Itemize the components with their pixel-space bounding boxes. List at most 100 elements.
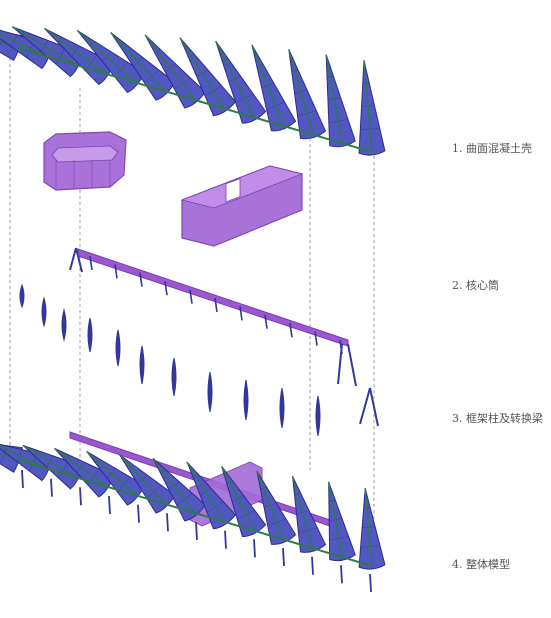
shell-rib bbox=[363, 60, 373, 153]
frame-columns-and-transfer-beam bbox=[19, 247, 379, 437]
frame-column bbox=[41, 296, 47, 328]
beam-hanger bbox=[264, 314, 268, 329]
overall-column bbox=[79, 487, 82, 506]
shell-rib bbox=[22, 444, 78, 479]
core-top-opening bbox=[51, 145, 119, 163]
shell-rib bbox=[54, 447, 107, 488]
frame-column-branch bbox=[359, 387, 379, 427]
shell-leaf-surface bbox=[328, 481, 356, 562]
shell-leaf bbox=[358, 60, 386, 156]
shell-edge-beam bbox=[17, 459, 373, 567]
shell-leaf bbox=[327, 481, 356, 562]
overall-column bbox=[21, 469, 24, 489]
layer-1-caption: 1. 曲面混凝土壳 bbox=[452, 142, 532, 155]
overall-column bbox=[108, 495, 111, 515]
overall-column bbox=[166, 513, 169, 532]
overall-column bbox=[195, 521, 198, 541]
shell-rib bbox=[0, 445, 48, 470]
overall-column bbox=[137, 504, 140, 523]
frame-column bbox=[243, 379, 249, 421]
beam-hanger bbox=[214, 297, 218, 313]
shell-rib bbox=[325, 54, 344, 144]
shell-leaf-surface bbox=[251, 44, 297, 132]
beam-hanger bbox=[89, 255, 93, 271]
shell-leaf-surface bbox=[288, 49, 327, 140]
shell-rib bbox=[291, 475, 314, 549]
beam-hanger bbox=[314, 331, 318, 346]
shell-rib bbox=[110, 32, 167, 92]
frame-column bbox=[139, 345, 145, 385]
frame-column bbox=[19, 283, 25, 309]
core-door-opening bbox=[225, 178, 241, 203]
shell-leaf bbox=[152, 457, 206, 522]
shell-rib bbox=[76, 29, 137, 84]
shell-leaf bbox=[358, 488, 386, 570]
layer-2-caption: 2. 核心筒 bbox=[452, 279, 499, 292]
shell-rib bbox=[327, 481, 344, 558]
beam-hanger bbox=[139, 272, 143, 287]
shell-rib bbox=[256, 470, 285, 540]
shell-rib bbox=[152, 457, 196, 514]
frame-column bbox=[115, 329, 121, 367]
shell-rib bbox=[144, 34, 196, 101]
shell-rib bbox=[0, 452, 19, 461]
frame-column-branch bbox=[337, 343, 357, 387]
frame-column bbox=[315, 395, 321, 437]
shell-leaf bbox=[186, 461, 237, 530]
frame-column bbox=[87, 317, 93, 353]
shell-rib bbox=[11, 26, 78, 66]
overall-model bbox=[0, 431, 386, 593]
shell-leaf bbox=[291, 475, 327, 553]
shell-leaf-surface bbox=[325, 54, 356, 148]
shell-leaf bbox=[325, 54, 356, 148]
shell-rib bbox=[215, 40, 255, 118]
beam-hanger bbox=[189, 289, 193, 304]
overall-column bbox=[224, 530, 227, 549]
shell-rib bbox=[288, 49, 314, 135]
shell-leaf bbox=[256, 470, 297, 545]
core-top-face bbox=[180, 165, 304, 209]
shell-rib bbox=[179, 37, 226, 110]
shell-leaf bbox=[288, 49, 327, 140]
shell-leaf-surface bbox=[215, 40, 267, 124]
frame-column bbox=[171, 357, 177, 397]
dashed-projection-lines bbox=[9, 52, 375, 560]
core-tube-octagonal bbox=[43, 131, 127, 191]
shell-rib bbox=[364, 488, 373, 567]
beam-hanger bbox=[239, 306, 243, 321]
layer-3-caption: 3. 框架柱及转换梁 bbox=[452, 412, 543, 425]
frame-column bbox=[61, 308, 67, 342]
overall-column bbox=[253, 539, 256, 558]
shell-leaf bbox=[251, 44, 297, 132]
shell-edge-beam bbox=[17, 47, 373, 153]
shell-leaf-surface bbox=[256, 470, 297, 545]
overall-column bbox=[311, 556, 314, 575]
beam-hanger bbox=[289, 323, 293, 338]
overall-column bbox=[369, 573, 372, 593]
overall-column bbox=[340, 565, 343, 584]
shell-rib bbox=[43, 27, 107, 75]
frame-column bbox=[279, 387, 285, 429]
frame-column-branch bbox=[69, 247, 83, 273]
shell-leaf-surface bbox=[292, 475, 327, 553]
core-tube-rectangular bbox=[180, 165, 304, 247]
overall-column bbox=[282, 547, 285, 567]
shell-leaf bbox=[110, 32, 176, 101]
shell-rib bbox=[186, 461, 226, 523]
layer-4-caption: 4. 整体模型 bbox=[452, 558, 510, 571]
frame-column bbox=[207, 371, 213, 413]
shell-leaf-surface bbox=[186, 461, 237, 530]
shell-leaf bbox=[144, 34, 206, 109]
shell-leaf bbox=[215, 40, 267, 124]
shell-leaf bbox=[221, 466, 267, 538]
shell-rib bbox=[0, 33, 48, 58]
overall-column bbox=[50, 478, 53, 497]
shell-rib bbox=[251, 44, 285, 127]
curved-concrete-shell bbox=[0, 26, 386, 156]
shell-rib bbox=[221, 466, 255, 531]
core-tubes bbox=[43, 131, 304, 247]
shell-rib bbox=[86, 450, 137, 496]
beam-hanger bbox=[114, 264, 118, 279]
shell-leaf-surface bbox=[358, 60, 386, 156]
